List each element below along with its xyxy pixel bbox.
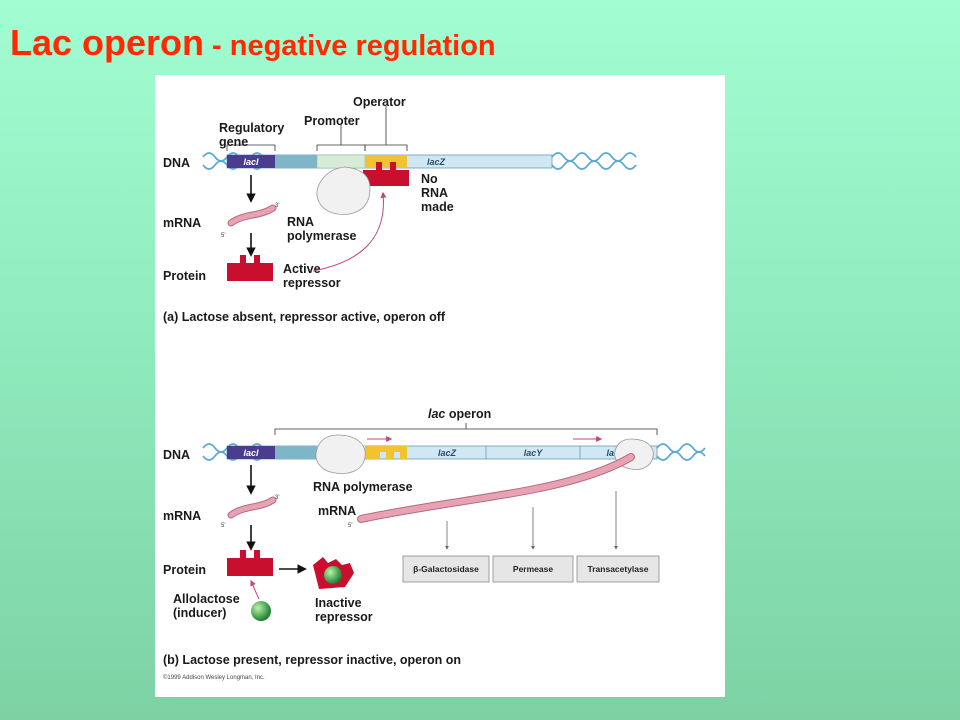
panel-b-inducer-binding-arrow xyxy=(250,579,260,600)
panel-a-spacer xyxy=(275,155,317,168)
panel-b-lac-operon-label: lac operon xyxy=(428,407,491,421)
panel-b-caption: (b) Lactose present, repressor inactive,… xyxy=(163,653,461,667)
panel-b-bound-inducer xyxy=(324,566,342,584)
panel-a-dna-helix-right xyxy=(551,152,637,162)
panel-a-dna-helix-right-2 xyxy=(551,160,637,170)
panel-a-regulatory-bracket xyxy=(226,144,276,151)
panel-b-mrna-label-2: mRNA xyxy=(318,504,356,518)
panel-a-operator-label: Operator xyxy=(353,95,406,109)
panel-b-polycistronic-mrna xyxy=(358,454,634,522)
product-box-beta-galactosidase xyxy=(402,555,490,583)
panel-a-laci-label: lacI xyxy=(243,157,259,167)
panel-a-no-rna-label-1: No xyxy=(421,172,438,186)
panel-a-dna-label: DNA xyxy=(163,156,190,170)
panel-b-lac-italic: lac xyxy=(428,407,445,421)
panel-a-active-repressor xyxy=(227,255,273,281)
panel-b-rna-polymerase-label: RNA polymerase xyxy=(313,480,413,494)
copyright-text: ©1999 Addison Wesley Longman, Inc. xyxy=(163,674,265,681)
panel-a-bound-repressor xyxy=(363,162,409,186)
panel-b-three-prime: 3' xyxy=(275,495,279,501)
panel-a-operator-region xyxy=(365,155,407,168)
panel-a-rna-pol-label-1: RNA xyxy=(287,215,314,229)
panel-b-lacz-label: lacZ xyxy=(438,448,457,458)
product-label-transacetylase: Transacetylase xyxy=(588,564,649,574)
panel-a-caption: (a) Lactose absent, repressor active, op… xyxy=(163,310,446,324)
panel-b-laci-label: lacI xyxy=(243,448,259,458)
product-box-permease xyxy=(492,555,574,583)
panel-b-repressor-mrna xyxy=(228,497,276,518)
panel-a-binding-arrow xyxy=(312,191,387,272)
panel-b-free-operator xyxy=(365,446,407,459)
panel-b-laci-gene xyxy=(227,446,275,459)
panel-b-dna-label: DNA xyxy=(163,448,190,462)
product-box-transacetylase xyxy=(576,555,660,583)
lac-operon-figure: DNA lacI lacZ Regulatory gene Promoter O… xyxy=(155,75,725,697)
panel-a-operator-bracket xyxy=(364,144,408,151)
panel-a-mrna-label: mRNA xyxy=(163,216,201,230)
panel-b-allolactose-label-2: (inducer) xyxy=(173,606,226,620)
panel-b-lacy-label: lacY xyxy=(524,448,544,458)
panel-b-operon-word: operon xyxy=(445,407,491,421)
panel-a-mrna xyxy=(228,205,276,226)
panel-b-mrna-label: mRNA xyxy=(163,509,201,523)
title-subtitle: - negative regulation xyxy=(212,30,496,62)
panel-a-rna-polymerase xyxy=(316,166,371,215)
panel-b-five-prime: 5' xyxy=(221,523,225,529)
title-main: Lac operon xyxy=(10,22,205,63)
panel-b-protein-label: Protein xyxy=(163,563,206,577)
panel-a-active-repressor-label-1: Active xyxy=(283,262,321,276)
panel-b-dna-helix-right xyxy=(656,443,706,453)
panel-b-rna-polymerase-start xyxy=(315,434,366,474)
panel-a-protein-label: Protein xyxy=(163,269,206,283)
panel-a-promoter-region xyxy=(316,154,366,169)
panel-a-promoter-bracket xyxy=(316,144,366,151)
panel-a-active-repressor-label-2: repressor xyxy=(283,276,341,290)
panel-b-allolactose-label-1: Allolactose xyxy=(173,592,240,606)
panel-a-laci-gene xyxy=(227,155,275,168)
panel-a-lacz-label: lacZ xyxy=(427,157,446,167)
panel-a-regulatory-gene-label-2: gene xyxy=(219,135,248,149)
product-label-beta-galactosidase: β-Galactosidase xyxy=(413,564,479,574)
product-label-permease: Permease xyxy=(513,564,553,574)
panel-b-spacer xyxy=(275,446,317,459)
panel-b-five-prime-2: 5' xyxy=(348,523,352,529)
panel-b-operon-bracket xyxy=(274,428,658,435)
panel-b-inactive-repressor-label-1: Inactive xyxy=(315,596,362,610)
lac-operon-diagram: DNA lacI lacZ Regulatory gene Promoter O… xyxy=(163,95,706,681)
panel-a-five-prime: 5' xyxy=(221,233,225,239)
panel-b-inactive-repressor-label-2: repressor xyxy=(315,610,373,624)
panel-a-regulatory-gene-label-1: Regulatory xyxy=(219,121,284,135)
panel-a-rna-pol-label-2: polymerase xyxy=(287,229,357,243)
panel-b-allolactose-molecule xyxy=(251,601,271,621)
panel-b-dna-helix-right-2 xyxy=(656,451,706,461)
panel-a-three-prime: 3' xyxy=(275,203,279,209)
slide-title: Lac operon- negative regulation xyxy=(10,22,496,64)
panel-a-promoter-label: Promoter xyxy=(304,114,360,128)
panel-a-no-rna-label-2: RNA xyxy=(421,186,448,200)
panel-a-no-rna-label-3: made xyxy=(421,200,454,214)
panel-b-repressor xyxy=(227,550,273,576)
